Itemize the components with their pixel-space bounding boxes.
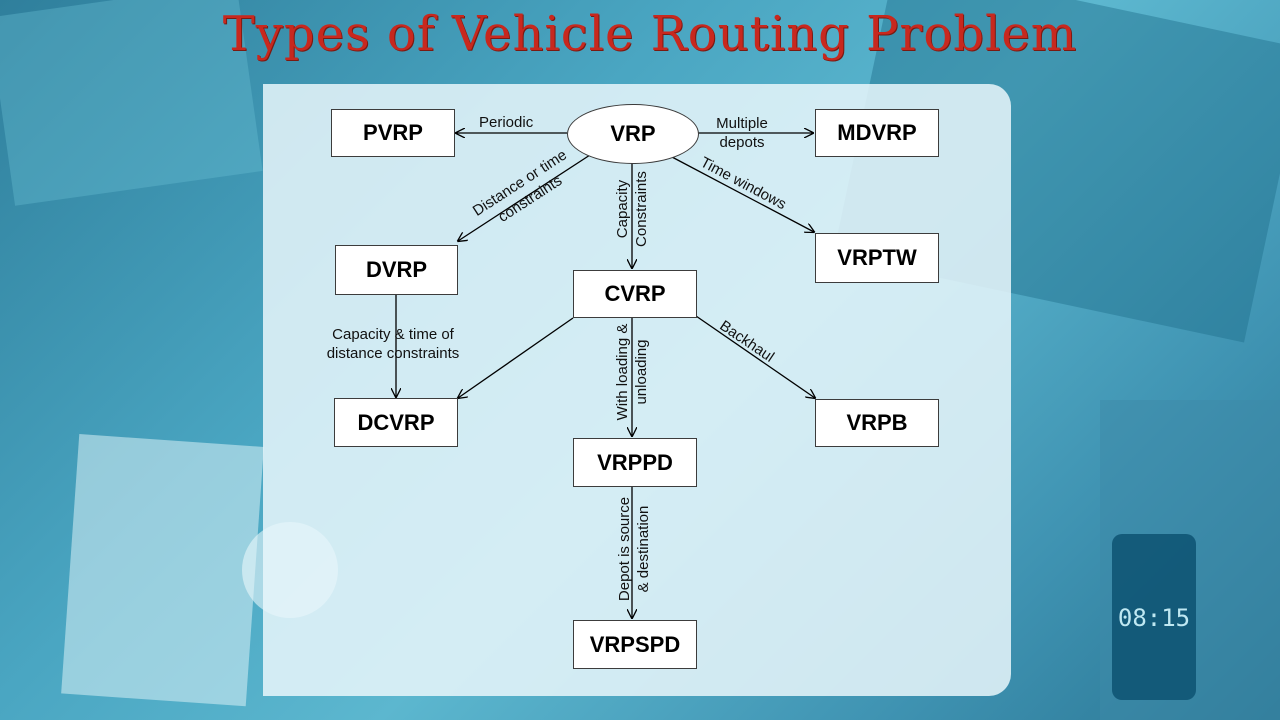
edge-label-periodic: Periodic bbox=[479, 114, 534, 131]
edge-label-multiple-depots: Multiple depots bbox=[708, 114, 776, 152]
edge-vrp-dvrp bbox=[458, 154, 591, 241]
edge-label-depot-source: Depot is source & destination bbox=[615, 487, 653, 611]
phone-clock: 08:15 bbox=[1118, 604, 1190, 632]
edge-label-capacity-constraints: Capacity Constraints bbox=[613, 159, 651, 259]
node-cvrp: CVRP bbox=[573, 270, 697, 318]
node-vrp: VRP bbox=[567, 104, 699, 164]
edge-label-loading-unloading: With loading & unloading bbox=[613, 312, 651, 432]
edge-label-with-loading: With loading & bbox=[614, 323, 631, 421]
phone-shape bbox=[1112, 534, 1196, 700]
node-pvrp: PVRP bbox=[331, 109, 455, 157]
node-vrpb: VRPB bbox=[815, 399, 939, 447]
node-vrpspd: VRPSPD bbox=[573, 620, 697, 669]
diagram-panel bbox=[263, 84, 1011, 696]
edge-label-depot-is-source: Depot is source bbox=[616, 496, 633, 602]
node-vrppd: VRPPD bbox=[573, 438, 697, 487]
edge-label-depots: depots bbox=[719, 134, 765, 151]
edge-label-and-destination: & destination bbox=[635, 505, 652, 593]
node-mdvrp: MDVRP bbox=[815, 109, 939, 157]
edge-label-capacity: Capacity bbox=[614, 179, 631, 239]
edge-label-capacity-time-of: Capacity & time of bbox=[332, 326, 454, 343]
node-dcvrp: DCVRP bbox=[334, 398, 458, 447]
edge-cvrp-dcvrp bbox=[458, 317, 574, 398]
edge-label-distance-constraints: distance constraints bbox=[326, 345, 460, 362]
edge-cvrp-vrpb bbox=[695, 315, 815, 398]
edge-label-constraints-2: Constraints bbox=[633, 171, 650, 247]
edge-label-unloading: unloading bbox=[633, 339, 650, 405]
node-dvrp: DVRP bbox=[335, 245, 458, 295]
edge-vrp-vrptw bbox=[671, 156, 814, 232]
edge-label-capacity-time: Capacity & time of distance constraints bbox=[318, 325, 468, 363]
page-title: Types of Vehicle Routing Problem bbox=[222, 6, 1078, 62]
node-vrptw: VRPTW bbox=[815, 233, 939, 283]
edge-label-multiple: Multiple bbox=[716, 115, 768, 132]
